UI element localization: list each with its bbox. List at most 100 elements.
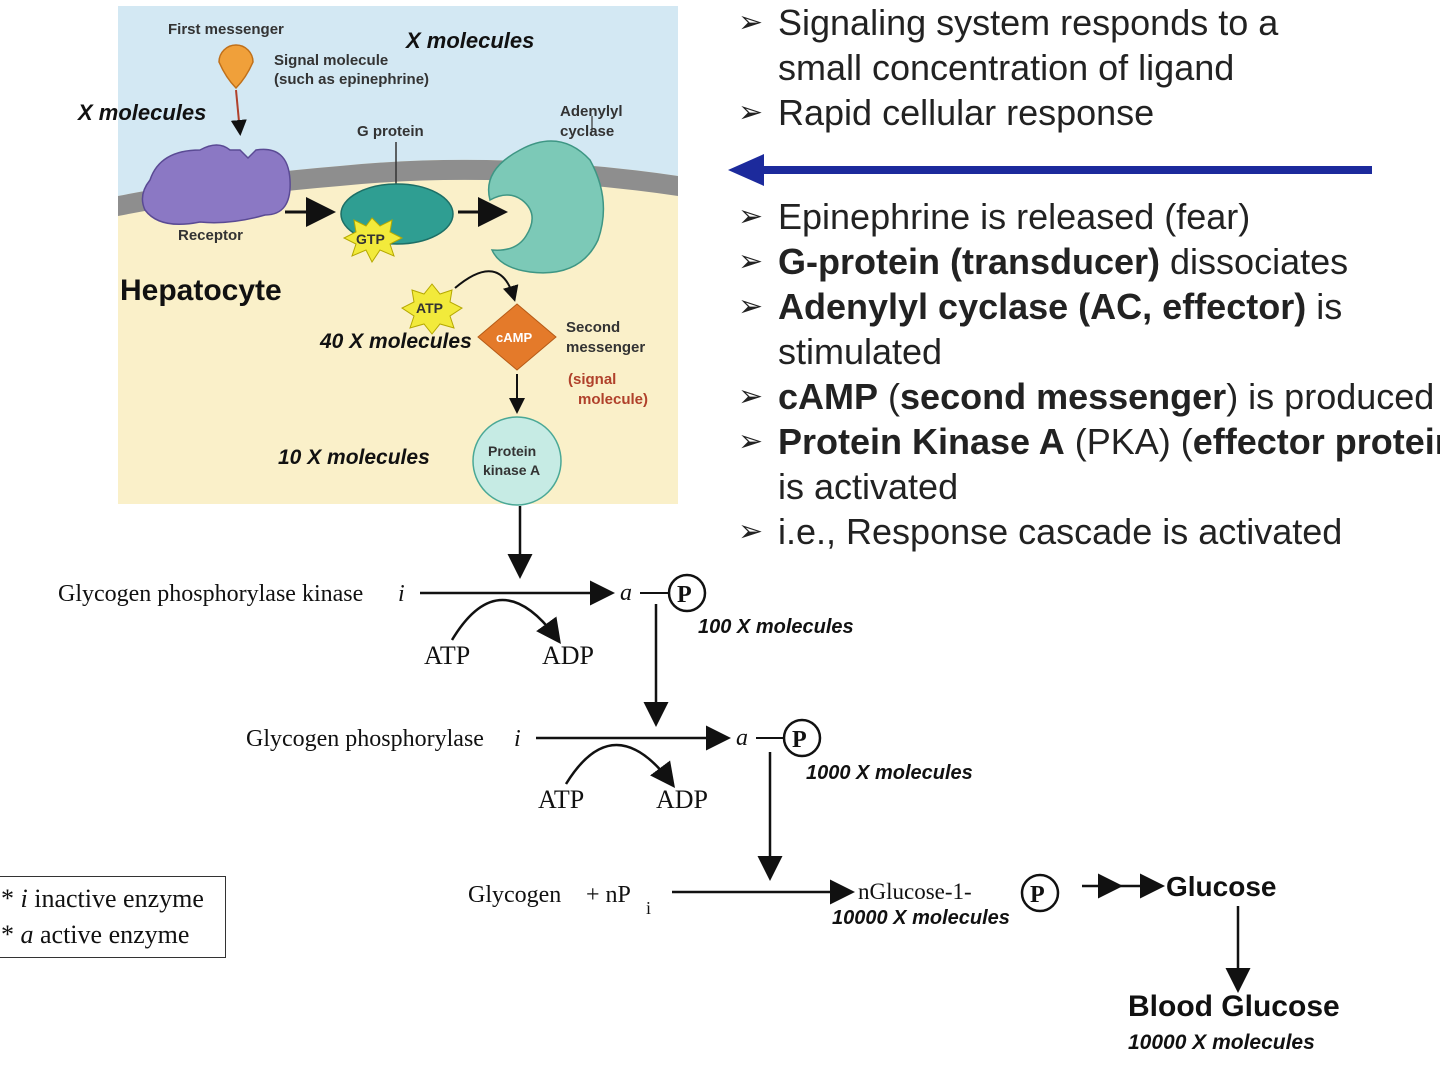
bullet-arrow-icon: ➢ (738, 200, 764, 233)
gtp-label: GTP (356, 231, 385, 247)
blood-glucose-x-label: 10000 X molecules (1128, 1031, 1315, 1054)
bullet-text: effector protein (1192, 421, 1440, 462)
signal-note-2: molecule) (578, 391, 648, 408)
bullet-item: stimulated (738, 329, 1440, 374)
npi-sub-label: i (646, 898, 651, 918)
bullet-arrow-icon: ➢ (738, 515, 764, 548)
legend-active-text: active enzyme (40, 920, 190, 949)
bullet-text: cAMP (778, 376, 879, 417)
blood-glucose-label: Blood Glucose (1128, 990, 1340, 1023)
gpk-label: Glycogen phosphorylase kinase (58, 581, 363, 607)
atp-star-icon (401, 283, 463, 335)
bullet-text: is (1306, 286, 1343, 327)
second-messenger-label-1: Second (566, 319, 620, 336)
bullet-text: Signaling system responds to a (778, 2, 1279, 43)
bullet-item: ➢ Signaling system responds to a (738, 0, 1440, 45)
bullet-text: stimulated (778, 331, 943, 372)
npi-label: + nP (586, 882, 631, 908)
adenylyl-label-2: cyclase (560, 123, 614, 140)
adp-label-2: ADP (656, 785, 708, 814)
bullet-arrow-icon: ➢ (738, 96, 764, 129)
bullet-text: G-protein (transducer) (778, 241, 1161, 282)
bullet-text: dissociates (1160, 241, 1349, 282)
arrow-atp-camp (454, 270, 519, 302)
hundred-x-label: 100 X molecules (698, 616, 854, 638)
receptor-icon (141, 144, 291, 225)
bullet-text: is activated (778, 466, 959, 507)
gpk-active-a: a (620, 580, 632, 606)
bullet-item: ➢ i.e., Response cascade is activated (738, 509, 1440, 554)
signal-molecule-label: Signal molecule (274, 52, 388, 69)
phosphate-icon (667, 573, 707, 613)
thousand-x-label: 1000 X molecules (806, 762, 973, 784)
ten-x-label: 10 X molecules (278, 446, 430, 469)
enzyme-legend: * i inactive enzyme * a active enzyme (0, 876, 226, 958)
bullet-text: Adenylyl cyclase (AC, effector) (778, 286, 1307, 327)
phosphate-label-1: P (677, 582, 692, 608)
bullet-item: ➢ G-protein (transducer) dissociates (738, 239, 1440, 284)
atp-panel-label: ATP (416, 300, 443, 316)
phosphate-icon (782, 718, 822, 758)
bullet-item: is activated (738, 464, 1440, 509)
bullet-arrow-icon: ➢ (738, 425, 764, 458)
atp-adp-curve-2 (564, 743, 675, 789)
blue-pointer-arrow (728, 154, 1372, 186)
bullet-text: small concentration of ligand (778, 47, 1235, 88)
bullet-item: small concentration of ligand (738, 45, 1440, 90)
hepatocyte-label: Hepatocyte (120, 274, 282, 307)
x-molecules-left-label: X molecules (76, 100, 206, 125)
atp-label-1: ATP (424, 641, 470, 670)
receptor-label: Receptor (178, 227, 243, 244)
bullet-text: Protein Kinase A (778, 421, 1065, 462)
pka-label-2: kinase A (483, 462, 540, 478)
phosphate-label-3: P (1030, 882, 1045, 908)
glucose1-label: nGlucose-1- (858, 879, 972, 904)
protein-kinase-a-icon (472, 416, 562, 506)
forty-x-label: 40 X molecules (319, 330, 472, 353)
glycogen-label: Glycogen (468, 882, 561, 908)
legend-inactive-text: inactive enzyme (34, 884, 204, 913)
bullet-text: (PKA) ( (1064, 421, 1193, 462)
bullet-item: ➢Epinephrine is released (fear) (738, 194, 1440, 239)
bullet-arrow-icon: ➢ (738, 6, 764, 39)
phosphate-icon (1020, 873, 1060, 913)
ten-thousand-x-label: 10000 X molecules (832, 907, 1010, 929)
bullet-text: Rapid cellular response (778, 92, 1155, 133)
bullet-item: ➢ Rapid cellular response (738, 90, 1440, 135)
adenylyl-label-1: Adenylyl (560, 103, 623, 120)
bullet-arrow-icon: ➢ (738, 380, 764, 413)
legend-row-active: * a active enzyme (1, 920, 190, 949)
legend-row-inactive: * i inactive enzyme (1, 884, 204, 913)
glucose-label: Glucose (1166, 871, 1276, 902)
bullet-text: second messenger (900, 376, 1227, 417)
bullet-list-bottom: ➢Epinephrine is released (fear)➢G-protei… (738, 194, 1440, 554)
signal-molecule-icon (218, 44, 254, 136)
bullet-item: ➢ cAMP (second messenger) is produced (738, 374, 1440, 419)
bullet-text: i.e., Response cascade is activated (778, 511, 1343, 552)
gp-inactive-i: i (514, 726, 521, 752)
camp-label: cAMP (496, 330, 532, 345)
gtp-star-icon (342, 217, 404, 263)
gp-label: Glycogen phosphorylase (246, 726, 484, 752)
legend-i-symbol: i (20, 884, 28, 913)
bullet-arrow-icon: ➢ (738, 290, 764, 323)
bullet-text: ) is produced (1226, 376, 1435, 417)
bullet-item: ➢ Protein Kinase A (PKA) (effector protei… (738, 419, 1440, 464)
first-messenger-label: First messenger (168, 21, 284, 38)
atp-adp-curve-1 (450, 598, 561, 645)
g-protein-label: G protein (357, 123, 424, 140)
adenylyl-cyclase-icon (487, 140, 605, 274)
adp-label-1: ADP (542, 641, 594, 670)
bullet-arrow-icon: ➢ (738, 245, 764, 278)
camp-diamond-icon (477, 303, 557, 371)
gpk-inactive-i: i (398, 581, 405, 607)
signal-molecule-sub-label: (such as epinephrine) (274, 71, 429, 88)
pka-label-1: Protein (488, 443, 536, 459)
x-molecules-top-label: X molecules (404, 28, 534, 53)
bullet-text: ( (878, 376, 901, 417)
second-messenger-label-2: messenger (566, 339, 645, 356)
gp-active-a: a (736, 725, 748, 751)
